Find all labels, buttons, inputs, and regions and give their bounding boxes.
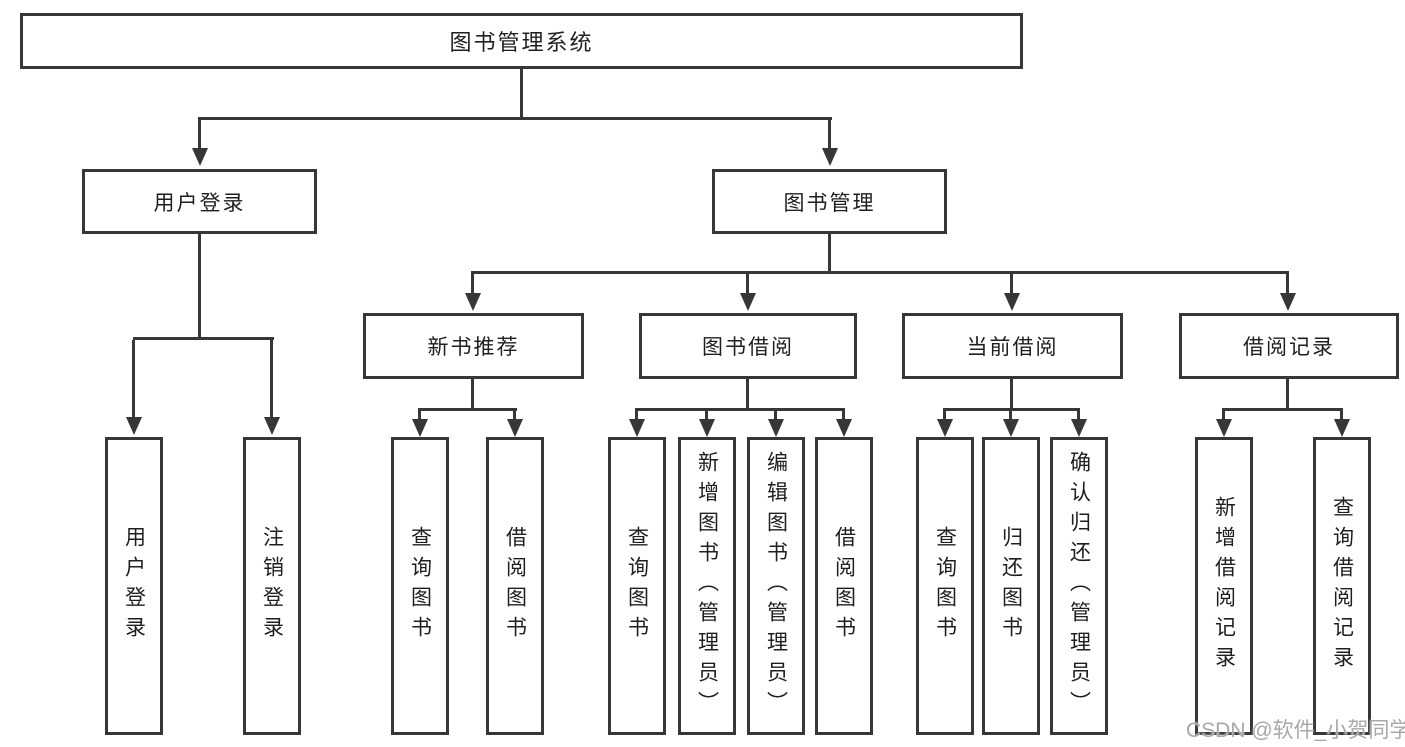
node-current-borrow: 当前借阅: [902, 313, 1123, 379]
leaf-logout: 注销登录: [243, 437, 301, 735]
node-label: 查询借阅记录: [1330, 496, 1354, 676]
connector-line: [828, 234, 831, 274]
connector-line: [1010, 379, 1013, 411]
leaf-borrow-books: 借阅图书: [815, 437, 873, 735]
arrowhead-down-icon: [192, 148, 208, 166]
node-label: 图书管理: [783, 191, 876, 215]
connector-line: [198, 120, 201, 150]
connector-line: [943, 408, 1080, 411]
connector-line: [198, 234, 201, 337]
connector-line: [270, 340, 273, 419]
node-label: 用户登录: [122, 526, 146, 646]
connector-line: [513, 411, 516, 420]
connector-line: [635, 411, 638, 420]
leaf-confirm-return-admin: 确认归还（管理员）: [1050, 437, 1108, 735]
arrowhead-down-icon: [412, 419, 428, 437]
connector-line: [1286, 379, 1289, 411]
connector-line: [418, 411, 421, 420]
arrowhead-down-icon: [1334, 419, 1350, 437]
connector-line: [746, 274, 749, 295]
arrowhead-down-icon: [836, 419, 852, 437]
connector-line: [132, 340, 135, 419]
connector-line: [705, 411, 708, 420]
leaf-borrow-books-newbook: 借阅图书: [486, 437, 544, 735]
arrowhead-down-icon: [937, 419, 953, 437]
connector-line: [1286, 274, 1289, 295]
arrowhead-down-icon: [465, 293, 481, 311]
node-label: 借阅图书: [832, 526, 856, 646]
leaf-user-login: 用户登录: [105, 437, 163, 735]
node-library-management-system: 图书管理系统: [20, 13, 1023, 69]
connector-line: [1010, 274, 1013, 295]
node-label: 归还图书: [999, 526, 1023, 646]
node-label: 新增图书（管理员）: [695, 451, 719, 721]
connector-line: [746, 379, 749, 411]
arrowhead-down-icon: [1003, 419, 1019, 437]
node-label: 新增借阅记录: [1212, 496, 1236, 676]
arrowhead-down-icon: [126, 417, 142, 435]
node-book-management: 图书管理: [712, 169, 947, 234]
arrowhead-down-icon: [768, 419, 784, 437]
arrowhead-down-icon: [1280, 293, 1296, 311]
arrowhead-down-icon: [629, 419, 645, 437]
leaf-query-borrow-record: 查询借阅记录: [1313, 437, 1371, 735]
connector-line: [842, 411, 845, 420]
connector-line: [943, 411, 946, 420]
node-label: 图书管理系统: [449, 30, 594, 55]
node-book-borrow: 图书借阅: [639, 313, 857, 379]
node-label: 图书借阅: [702, 336, 794, 359]
node-label: 新书推荐: [427, 336, 520, 359]
arrowhead-down-icon: [822, 148, 838, 166]
connector-line: [774, 411, 777, 420]
arrowhead-down-icon: [264, 417, 280, 435]
leaf-query-books-current: 查询图书: [916, 437, 974, 735]
leaf-query-books-newbook: 查询图书: [391, 437, 449, 735]
connector-line: [471, 379, 474, 411]
leaf-add-books-admin: 新增图书（管理员）: [678, 437, 736, 735]
leaf-return-books: 归还图书: [982, 437, 1040, 735]
node-label: 当前借阅: [966, 336, 1059, 359]
connector-line: [471, 274, 474, 295]
connector-line: [1222, 411, 1225, 420]
arrowhead-down-icon: [740, 293, 756, 311]
node-label: 查询图书: [933, 526, 957, 646]
connector-line: [635, 408, 845, 411]
leaf-add-borrow-record: 新增借阅记录: [1195, 437, 1253, 735]
arrowhead-down-icon: [1216, 419, 1232, 437]
connector-line: [133, 337, 274, 340]
connector-line: [418, 408, 517, 411]
node-borrow-records: 借阅记录: [1179, 313, 1399, 379]
connector-line: [471, 271, 1289, 274]
connector-line: [1340, 411, 1343, 420]
node-label: 编辑图书（管理员）: [764, 451, 788, 721]
arrowhead-down-icon: [1071, 419, 1087, 437]
leaf-query-books-borrow: 查询图书: [608, 437, 666, 735]
connector-line: [828, 120, 831, 150]
connector-line: [198, 117, 832, 120]
arrowhead-down-icon: [699, 419, 715, 437]
arrowhead-down-icon: [507, 419, 523, 437]
node-label: 用户登录: [153, 191, 246, 215]
connector-line: [1077, 411, 1080, 420]
node-new-book-recommend: 新书推荐: [363, 313, 584, 379]
node-label: 查询图书: [625, 526, 649, 646]
node-label: 查询图书: [408, 526, 432, 646]
node-label: 确认归还（管理员）: [1067, 451, 1091, 721]
node-label: 借阅记录: [1243, 336, 1335, 359]
node-user-login: 用户登录: [82, 169, 317, 234]
connector-line: [1009, 411, 1012, 420]
connector-line: [1222, 408, 1343, 411]
csdn-watermark: CSDN @软件_小贺同学: [1186, 719, 1405, 742]
arrowhead-down-icon: [1004, 293, 1020, 311]
node-label: 借阅图书: [503, 526, 527, 646]
connector-line: [520, 69, 523, 120]
node-label: 注销登录: [260, 526, 284, 646]
leaf-edit-books-admin: 编辑图书（管理员）: [747, 437, 805, 735]
